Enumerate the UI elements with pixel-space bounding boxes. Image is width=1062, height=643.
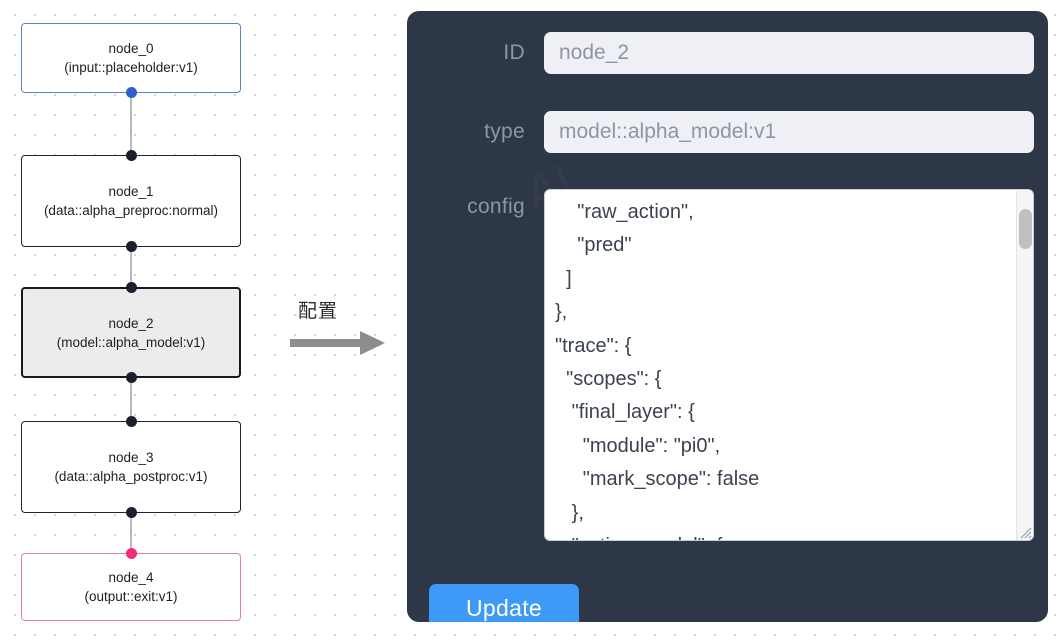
edge-node0-node1 <box>130 92 132 160</box>
type-input[interactable]: model::alpha_model:v1 <box>544 111 1034 153</box>
node-label-node_4: node_4 (output::exit:v1) <box>28 568 234 606</box>
type-field-label: type <box>484 120 525 143</box>
node-title-node_1: node_1 <box>108 184 154 199</box>
graph-node-node_4[interactable]: node_4 (output::exit:v1) <box>21 553 241 621</box>
node-label-node_3: node_3 (data::alpha_postproc:v1) <box>28 448 234 486</box>
form-row-type: type model::alpha_model:v1 <box>422 111 1034 153</box>
node-label-node_1: node_1 (data::alpha_preproc:normal) <box>28 182 234 220</box>
edge-node1-node2 <box>130 247 132 292</box>
node-title-node_2: node_2 <box>108 315 154 331</box>
graph-node-node_3[interactable]: node_3 (data::alpha_postproc:v1) <box>21 421 241 513</box>
node-subtitle-node_2: (model::alpha_model:v1) <box>56 334 206 350</box>
node-handle-node_2-target[interactable] <box>125 282 137 293</box>
node-handle-node_3-source[interactable] <box>125 507 137 518</box>
config-textarea[interactable]: "raw_action", "pred" ] }, "trace": { "sc… <box>544 189 1034 541</box>
config-editor: "raw_action", "pred" ] }, "trace": { "sc… <box>544 189 1034 541</box>
node-graph: node_0 (input::placeholder:v1) node_1 (d… <box>0 0 300 643</box>
annotation-arrow-group: 配置 <box>290 296 400 358</box>
form-row-config: config "raw_action", "pred" ] }, "trace"… <box>422 189 1034 541</box>
update-button[interactable]: Update <box>429 584 579 622</box>
right-arrow-icon <box>290 331 385 355</box>
node-title-node_3: node_3 <box>108 450 154 465</box>
node-title-node_0: node_0 <box>108 41 154 56</box>
config-vertical-scrollbar[interactable] <box>1015 190 1033 540</box>
node-subtitle-node_4: (output::exit:v1) <box>84 589 178 604</box>
node-label-node_2: node_2 (model::alpha_model:v1) <box>29 314 233 352</box>
node-title-node_4: node_4 <box>108 570 154 585</box>
edge-node3-node4 <box>130 513 132 549</box>
node-handle-node_1-source[interactable] <box>125 241 137 252</box>
graph-node-node_1[interactable]: node_1 (data::alpha_preproc:normal) <box>21 155 241 247</box>
node-handle-node_0-source[interactable] <box>125 87 137 98</box>
resize-grip-icon[interactable] <box>1018 525 1032 539</box>
node-config-panel: AI ID node_2 type model::alpha_model:v1 … <box>407 11 1048 622</box>
id-input[interactable]: node_2 <box>544 32 1034 74</box>
arrow-label: 配置 <box>298 300 339 322</box>
config-field-label: config <box>467 195 525 218</box>
node-subtitle-node_3: (data::alpha_postproc:v1) <box>54 469 208 484</box>
node-subtitle-node_1: (data::alpha_preproc:normal) <box>43 203 219 218</box>
edge-node2-node3 <box>130 378 132 422</box>
form-row-id: ID node_2 <box>422 32 1034 74</box>
graph-node-node_2[interactable]: node_2 (model::alpha_model:v1) <box>21 287 241 378</box>
node-handle-node_1-target[interactable] <box>125 150 137 161</box>
id-field-label: ID <box>503 41 525 64</box>
node-handle-node_4-target[interactable] <box>125 548 137 559</box>
node-handle-node_3-target[interactable] <box>125 416 137 427</box>
node-handle-node_2-source[interactable] <box>125 372 137 383</box>
config-scrollbar-thumb[interactable] <box>1018 208 1032 249</box>
node-label-node_0: node_0 (input::placeholder:v1) <box>28 39 234 77</box>
node-subtitle-node_0: (input::placeholder:v1) <box>64 60 198 75</box>
graph-node-node_0[interactable]: node_0 (input::placeholder:v1) <box>21 23 241 93</box>
